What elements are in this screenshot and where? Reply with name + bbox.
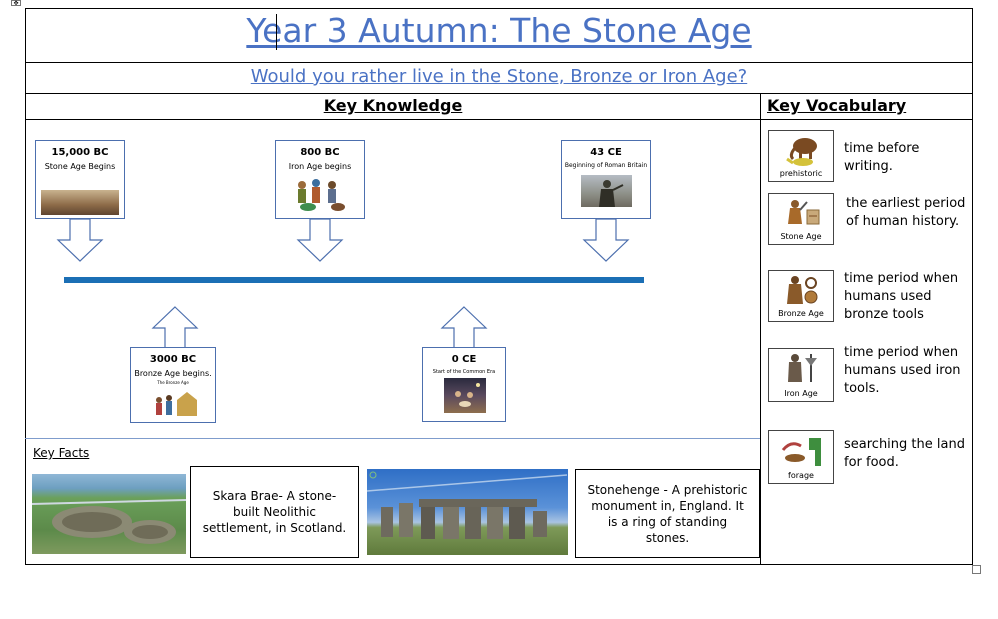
forage-icon [781,438,821,466]
timeline-label: Start of the Common Era [432,369,496,375]
nativity-image [444,378,486,413]
arrow-down-icon [296,218,344,262]
vocab-card-forage: forage [768,430,834,484]
arrow-down-icon [56,218,104,262]
timeline-item-bronze-age: 3000 BC Bronze Age begins. The Bronze Ag… [130,347,216,423]
vocab-term: Stone Age [780,232,822,241]
bronze-figure-icon [787,276,818,304]
timeline-label: Iron Age begins [288,162,352,171]
timeline-date: 3000 BC [149,354,197,365]
timeline-date: 43 CE [590,147,622,158]
page-question: Would you rather live in the Stone, Bron… [250,66,748,87]
vocab-term: Bronze Age [778,309,824,318]
vocab-definition: time period when humans used iron tools. [844,345,961,396]
divider-section-headers [25,119,973,120]
timeline-label: Stone Age Begins [44,162,116,171]
roman-statue-image [581,175,632,207]
page-frame [25,8,973,565]
key-facts-heading: Key Facts [33,446,90,460]
timeline-item-common-era: 0 CE Start of the Common Era [422,347,506,422]
mammoth-icon [786,138,817,166]
arrow-down-icon [582,218,630,262]
key-knowledge-heading: Key Knowledge [323,96,463,115]
resize-handle-icon[interactable] [972,565,981,574]
vocab-card-prehistoric: prehistoric [768,130,834,182]
timeline-label: Bronze Age begins. [134,369,212,378]
timeline-date: 15,000 BC [51,147,109,158]
fact-stonehenge: Stonehenge - A prehistoric monument in, … [575,469,760,558]
vocab-definition: time before writing. [844,141,920,174]
vocab-card-bronze-age: Bronze Age [768,270,834,322]
arrow-up-icon [440,306,488,350]
arrow-up-icon [151,306,199,350]
move-handle-icon[interactable]: ✥ [11,0,21,7]
divider-title [25,62,973,63]
vocab-card-iron-age: Iron Age [768,348,834,402]
vocab-definition: the earliest period of human history. [846,196,966,229]
key-vocabulary-heading: Key Vocabulary [767,96,907,115]
timeline-sublabel: The Bronze Age [157,380,189,385]
text-cursor [276,14,277,50]
fact-text: Stonehenge - A prehistoric monument in, … [587,482,748,545]
divider-columns [760,93,761,565]
vocab-term: forage [788,471,814,480]
timeline-item-stone-age: 15,000 BC Stone Age Begins [35,140,125,219]
vocab-card-stone-age: Stone Age [768,193,834,245]
timeline-bar [64,277,644,283]
vocab-term: Iron Age [784,389,818,398]
page-title: Year 3 Autumn: The Stone Age [246,11,752,50]
vocab-definition: time period when humans used bronze tool… [844,271,959,322]
stonehenge-image [367,469,568,555]
vocab-definition: searching the land for food. [844,437,965,470]
cave-painting-image [41,190,119,215]
timeline-label: Beginning of Roman Britain [564,162,648,169]
fact-text: Skara Brae- A stone-built Neolithic sett… [202,489,347,535]
divider-facts [25,438,760,439]
timeline-item-roman-britain: 43 CE Beginning of Roman Britain [561,140,651,219]
timeline-date: 0 CE [451,354,477,365]
bronze-age-family-image [156,392,197,416]
caveman-icon [788,200,820,225]
skara-brae-image [32,474,186,554]
iron-age-people-image [298,179,345,211]
timeline-date: 800 BC [300,147,340,158]
vocab-term: prehistoric [779,169,823,178]
divider-question [25,93,973,94]
timeline-item-iron-age: 800 BC Iron Age begins [275,140,365,219]
fact-skara-brae: Skara Brae- A stone-built Neolithic sett… [190,466,359,558]
iron-warrior-icon [788,354,817,382]
